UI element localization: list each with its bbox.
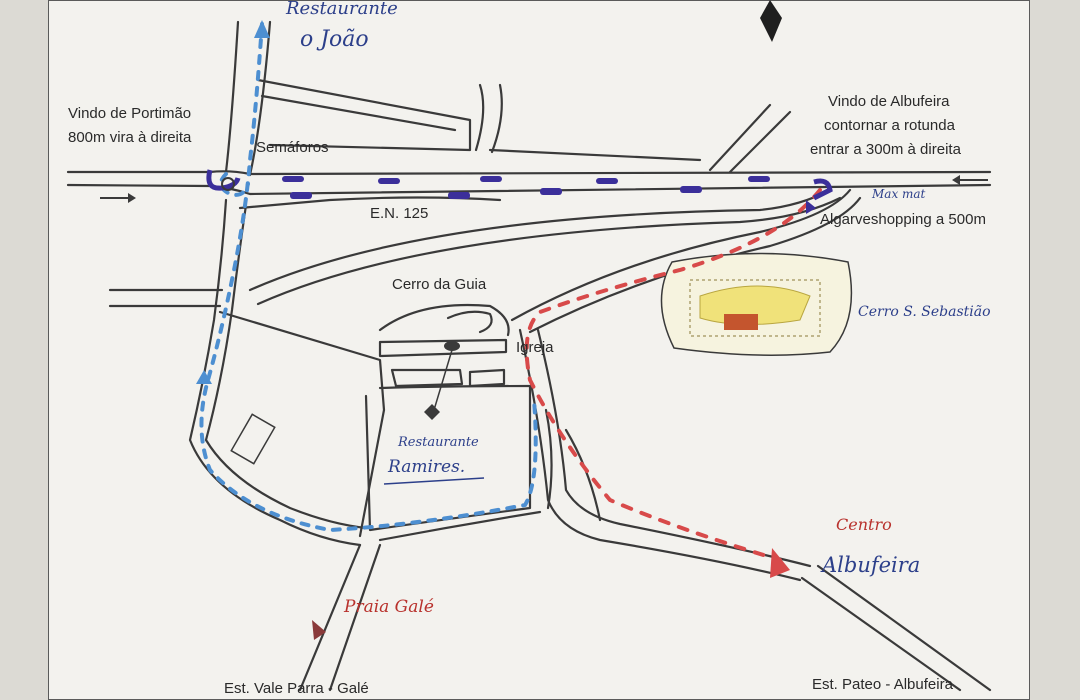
church-icon	[433, 341, 460, 411]
background-edge-right	[1030, 0, 1080, 700]
hand-praia-gale: Praia Galé	[343, 597, 434, 617]
label-from-albufeira-3: entrar a 300m à direita	[810, 141, 962, 158]
ramires-underline	[383, 477, 485, 485]
algarveshopping-area	[660, 252, 853, 356]
praia-marker-icon	[312, 620, 326, 640]
label-igreja: Igreja	[516, 339, 554, 356]
hand-maxmat: Max mat	[871, 187, 926, 201]
blue-route-loop	[218, 172, 250, 197]
label-from-portimao-1: Vindo de Portimão	[68, 105, 191, 122]
paper-sheet	[47, 0, 1031, 700]
hand-centro-albufeira-2: Albufeira	[820, 553, 920, 577]
label-from-portimao-2: 800m vira à direita	[68, 129, 192, 146]
arrow-right-icon	[100, 193, 136, 203]
label-from-albufeira-2: contornar a rotunda	[824, 117, 956, 134]
blue-route	[199, 22, 538, 533]
label-semaforos: Semáforos	[256, 139, 329, 156]
hand-restaurante-ramires-1: Restaurante	[397, 435, 479, 450]
label-en125: E.N. 125	[370, 205, 428, 222]
restaurant-marker-icon	[424, 404, 440, 420]
traffic-light-icon	[221, 177, 235, 191]
label-est-vale-parra: Est. Vale Parra - Galé	[224, 680, 369, 697]
hand-restaurante-top-2: o João	[300, 27, 369, 52]
building-icon	[230, 413, 276, 465]
red-route	[524, 188, 822, 562]
hand-cerro-sebastiao: Cerro S. Sebastião	[858, 304, 991, 320]
blue-route-arrow-icon	[196, 370, 212, 384]
purple-route-arrows	[206, 169, 833, 214]
north-arrow-icon	[760, 0, 782, 42]
hand-restaurante-top-1: Restaurante	[285, 0, 398, 19]
label-algarveshopping: Algarveshopping a 500m	[820, 211, 986, 228]
label-from-albufeira-1: Vindo de Albufeira	[828, 93, 950, 110]
hand-centro-albufeira-1: Centro	[836, 515, 892, 534]
background-edge	[0, 0, 48, 700]
arrow-left-icon	[952, 175, 988, 185]
label-cerro-da-guia: Cerro da Guia	[392, 276, 487, 293]
centro-marker-icon	[770, 548, 790, 578]
north-route-arrow-icon	[254, 20, 270, 38]
label-est-pateo: Est. Pateo - Albufeira	[812, 676, 954, 693]
hand-restaurante-ramires-2: Ramires.	[387, 457, 465, 477]
